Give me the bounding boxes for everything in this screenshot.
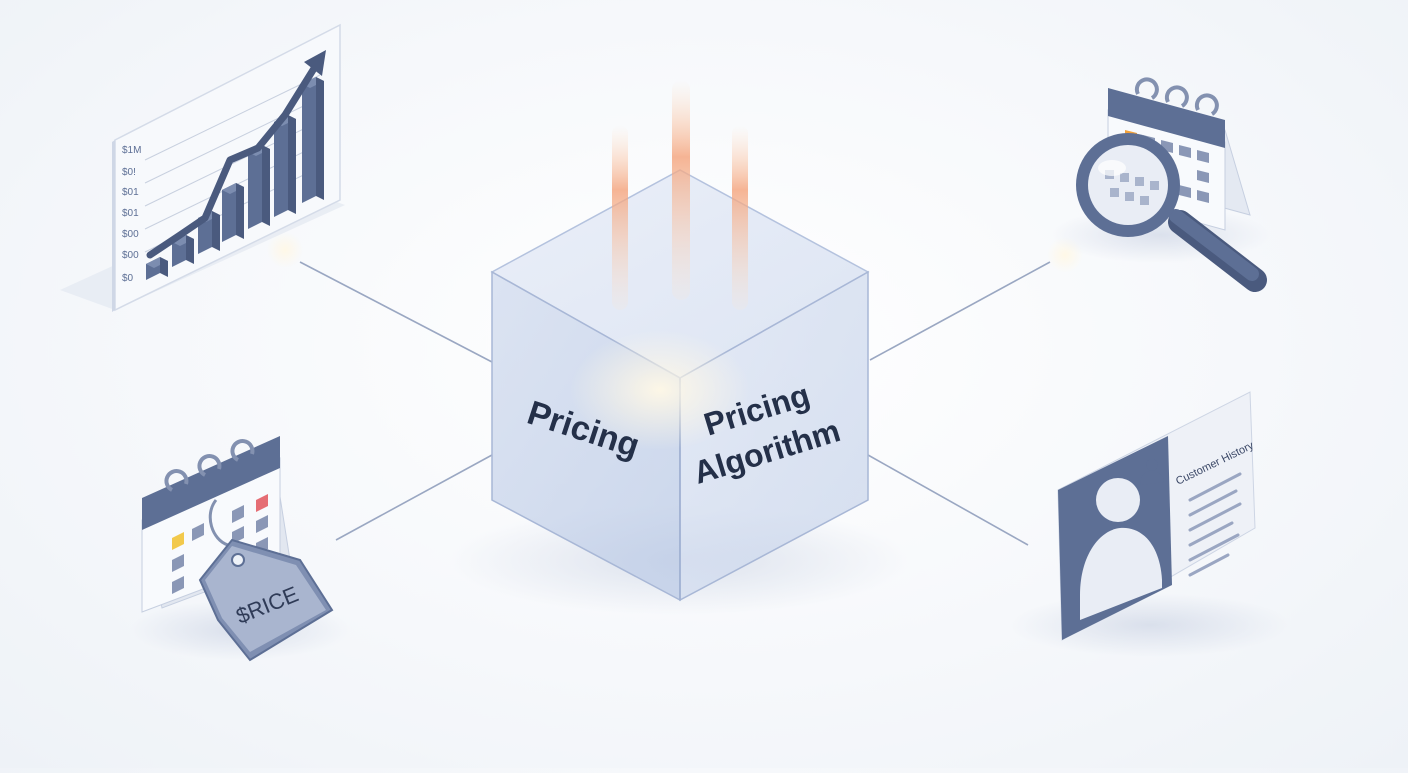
cube-core-glow <box>570 330 750 450</box>
chart-bar <box>172 235 194 267</box>
y-tick: $01 <box>122 187 139 198</box>
chart-bars <box>146 77 324 280</box>
chart-bar <box>302 77 324 203</box>
chart-bar <box>274 115 296 217</box>
connector-chart <box>299 261 493 363</box>
customer-history-card: Customer History <box>1010 391 1290 657</box>
y-tick: $0! <box>122 167 136 178</box>
connector-price-tag <box>335 454 493 541</box>
growth-chart-card: $1M $0! $01 $01 $00 $00 $0 <box>60 23 345 312</box>
chart-bar <box>222 183 244 242</box>
calendar-header <box>142 436 280 530</box>
person-silhouette-icon <box>1080 478 1162 620</box>
light-beams <box>612 80 748 310</box>
y-tick: $0 <box>122 273 134 284</box>
pricing-algorithm-cube: Pricing Pricing Algorithm <box>450 80 910 615</box>
calendar-header <box>1108 88 1225 148</box>
y-tick: $00 <box>122 250 139 261</box>
price-tag-icon: $RICE <box>198 499 334 662</box>
chart-bar <box>248 145 270 229</box>
connector-lines <box>299 261 1051 546</box>
chart-y-ticks: $1M $0! $01 $01 $00 $00 $0 <box>122 145 141 284</box>
customer-info-lines <box>1188 472 1242 577</box>
y-tick: $00 <box>122 229 139 240</box>
calendar-price-tag-group: $RICE <box>130 436 350 662</box>
small-avatar-icon <box>1140 459 1164 485</box>
trend-arrow-icon <box>146 50 326 259</box>
chart-bar <box>146 257 168 280</box>
y-tick: $01 <box>122 208 139 219</box>
connector-search-calendar <box>869 261 1051 361</box>
search-calendar-group <box>1050 77 1270 292</box>
y-tick: $1M <box>122 145 141 156</box>
connector-glow <box>267 232 303 268</box>
magnifying-glass-icon <box>1076 133 1267 292</box>
connector-customer-card <box>867 454 1029 546</box>
